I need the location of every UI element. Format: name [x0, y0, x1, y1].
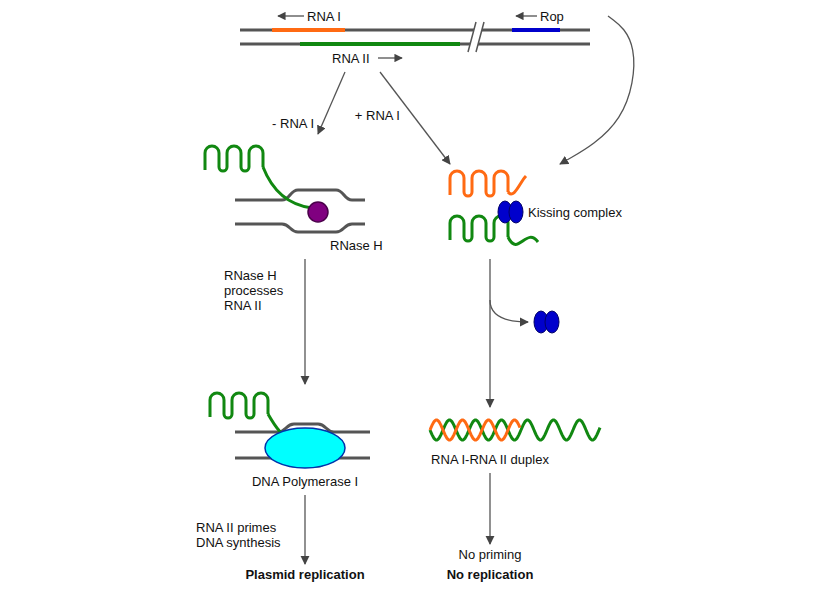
node-label: Plasmid replication: [245, 567, 364, 582]
edge-label: - RNA I: [270, 116, 316, 131]
released-rop: [490, 300, 559, 333]
arrow-connector: [304, 495, 305, 564]
arrow-connector: [304, 259, 305, 384]
arrow-connector: [489, 259, 490, 407]
rna-i-strand: [430, 420, 520, 440]
duplex-stage: RNA I-RNA II duplex: [420, 408, 612, 472]
outcome-box: No priming No replication: [425, 545, 555, 585]
node-label: RNA II: [332, 51, 370, 66]
edge-label: + RNA I: [353, 108, 402, 123]
node-label: No replication: [447, 567, 534, 582]
edge-label: RNase H processes RNA II: [222, 268, 300, 313]
node-label: No priming: [459, 547, 522, 562]
node-label: Rop: [540, 9, 564, 24]
node-label: Kissing complex: [528, 205, 622, 220]
plasmid-dna: [240, 16, 590, 58]
edge-label: RNA II primes DNA synthesis: [194, 520, 300, 550]
polymerase-stage: DNA Polymerase I: [200, 385, 375, 494]
node-label: DNA Polymerase I: [252, 474, 358, 489]
duplex-illustration: [430, 420, 600, 440]
dna-polymerase-illustration: [210, 393, 370, 468]
node-label: RNA I: [307, 9, 341, 24]
node-label: RNA I-RNA II duplex: [431, 452, 549, 467]
arrow-connector: [489, 473, 490, 544]
arrow-connector: [318, 72, 345, 134]
node-label: RNase H: [330, 238, 383, 253]
kissing-complex-illustration: [450, 171, 538, 244]
rnase-h-illustration: [205, 146, 365, 232]
rnase-h-stage: RNase H: [200, 135, 390, 258]
rna-ii-strand: [430, 420, 600, 440]
outcome-box: Plasmid replication: [225, 565, 385, 586]
kissing-complex-stage: Kissing complex: [440, 165, 640, 258]
arrow-connector: [560, 16, 634, 164]
plasmid-region: RNA I RNA II Rop: [235, 5, 607, 71]
